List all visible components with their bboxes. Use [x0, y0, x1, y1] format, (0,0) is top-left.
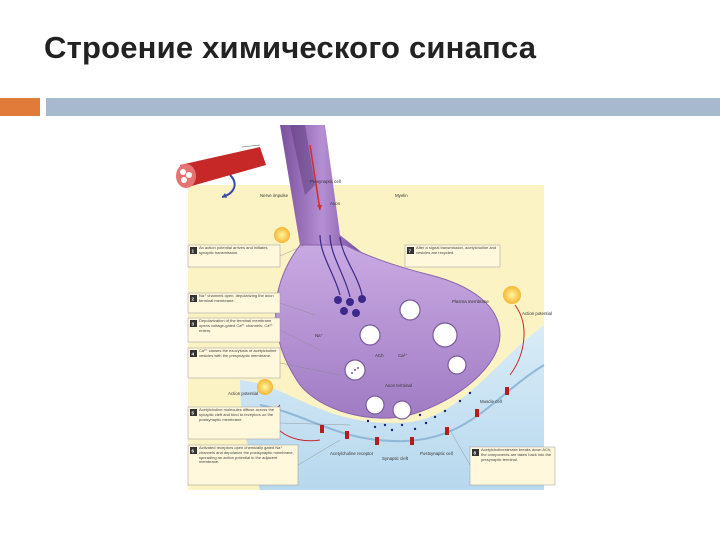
svg-text:7: 7: [409, 249, 412, 254]
step-box: 2 Na⁺ channels open, depolarizing the ax…: [187, 292, 281, 314]
accent-bar-orange: [0, 98, 40, 116]
label-nerve-impulse: Nerve impulse: [260, 193, 289, 198]
label-muscle-cell: Muscle cell: [480, 399, 502, 404]
current-arrow: [509, 304, 525, 376]
impulse-arrow: [309, 144, 321, 211]
label-acetylcholine-receptor: Acetylcholine receptor: [330, 451, 374, 456]
svg-text:1: 1: [192, 249, 195, 254]
label-synaptic-cleft: Synaptic cleft: [382, 456, 409, 461]
label-ca: Ca²⁺: [398, 353, 407, 358]
step-box: 1 An action potential arrives and initia…: [187, 244, 281, 268]
label-presynaptic-cell: Presynaptic cell: [310, 179, 341, 184]
ach-receptors: [320, 387, 509, 445]
label-na: Na⁺: [315, 333, 323, 338]
label-plasma-membrane: Plasma membrane: [452, 299, 489, 304]
label-axon-terminal: Axon terminal: [385, 383, 412, 388]
synaptic-vesicles: [344, 299, 467, 420]
label-axon: Axon: [330, 201, 341, 206]
step-box: 7 After a signal transmission, acetylcho…: [404, 244, 501, 268]
nerve-bundle-illustration: [176, 144, 266, 198]
accent-bar-blue: [46, 98, 720, 116]
slide-title: Строение химического синапса: [44, 30, 537, 65]
svg-text:3: 3: [192, 322, 195, 327]
vesicle-cluster: [319, 234, 366, 317]
label-action-potential-right: Action potential: [522, 311, 552, 316]
muscle-cell: [240, 325, 544, 490]
svg-text:6: 6: [192, 449, 195, 454]
action-potential-flash: [257, 227, 521, 395]
synapse-diagram: Nerve impulse Axon Myelin Presynaptic ce…: [176, 125, 556, 490]
label-action-potential-left: Action potential: [228, 391, 258, 396]
label-myelin: Myelin: [395, 193, 408, 198]
step-box: 5 Acetylcholine molecules diffuse across…: [187, 406, 281, 440]
step-box: 4 Ca²⁺ causes the exocytosis of acetylch…: [187, 347, 281, 379]
label-ach: ACh: [375, 353, 384, 358]
ach-molecules: [366, 391, 472, 432]
step-box: 6 Activated receptors open chemically ga…: [187, 444, 299, 486]
step-box: 3 Depolarization of the terminal membran…: [187, 317, 281, 343]
svg-text:2: 2: [192, 297, 195, 302]
axon-terminal: [275, 244, 501, 419]
label-postsynaptic-cell: Postsynaptic cell: [420, 451, 453, 456]
postsynaptic-membrane: [259, 364, 545, 443]
svg-text:5: 5: [192, 411, 195, 416]
svg-text:8: 8: [474, 451, 477, 456]
step-box: 8 Acetylcholinesterase breaks down ACh; …: [469, 446, 556, 486]
leader-lines: [279, 244, 471, 466]
svg-text:4: 4: [192, 352, 195, 357]
